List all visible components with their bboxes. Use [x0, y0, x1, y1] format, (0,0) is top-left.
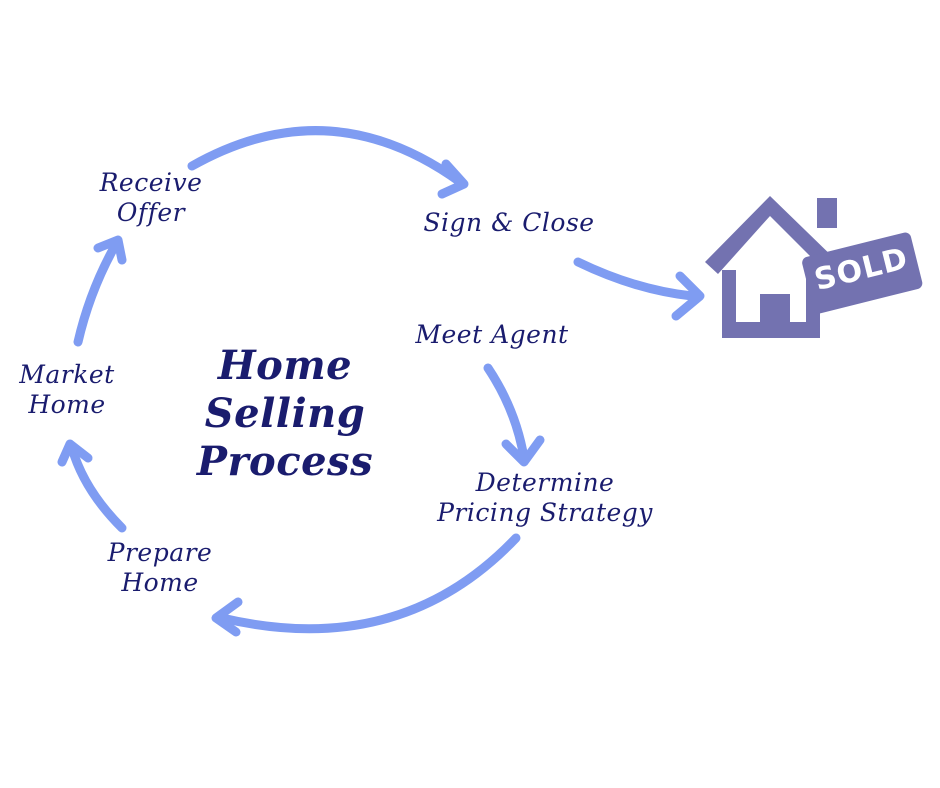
title-line-home: Home — [217, 342, 353, 389]
step-determine-pricing-line-1: Determine — [475, 468, 615, 497]
arrowhead-sign-close — [437, 159, 469, 199]
step-determine-pricing-strategy: Determine Pricing Strategy — [400, 468, 690, 528]
step-prepare-home-line-1: Prepare — [107, 538, 213, 567]
arrow-meet-agent-to-pricing — [483, 363, 529, 463]
step-sign-close-line-1: Sign & Close — [423, 208, 595, 237]
arrow-receive-offer-to-sign-close — [187, 126, 465, 187]
arrow-market-home-to-receive-offer — [73, 239, 121, 347]
arrowhead-market-home — [57, 439, 93, 467]
title-line-process: Process — [196, 438, 374, 485]
arrow-pricing-to-prepare-home — [217, 533, 521, 634]
step-determine-pricing-line-2: Pricing Strategy — [437, 498, 653, 527]
step-market-home-line-1: Market — [19, 360, 115, 389]
step-receive-offer-line-2: Offer — [116, 198, 186, 227]
diagram-title: Home Selling Process — [190, 342, 380, 486]
step-meet-agent: Meet Agent — [392, 320, 592, 350]
step-prepare-home-line-2: Home — [121, 568, 199, 597]
sold-house-icon — [705, 196, 923, 338]
step-market-home-line-2: Home — [28, 390, 106, 419]
arrow-prepare-home-to-market-home — [67, 443, 127, 533]
arrowhead-pricing — [501, 435, 545, 467]
step-prepare-home: Prepare Home — [80, 538, 240, 598]
sold-sign — [802, 232, 923, 314]
house-body — [722, 270, 820, 338]
step-receive-offer-line-1: Receive — [99, 168, 203, 197]
step-meet-agent-line-1: Meet Agent — [415, 320, 569, 349]
step-market-home: Market Home — [2, 360, 132, 420]
title-line-selling: Selling — [204, 390, 366, 437]
arrow-sign-close-to-sold-house — [573, 257, 697, 301]
arrowhead-prepare-home — [211, 597, 243, 637]
arrowhead-sold-house — [671, 271, 705, 321]
step-receive-offer: Receive Offer — [76, 168, 226, 228]
arrowhead-receive-offer — [93, 235, 127, 265]
house-chimney — [817, 198, 837, 228]
step-sign-close: Sign & Close — [404, 208, 614, 238]
